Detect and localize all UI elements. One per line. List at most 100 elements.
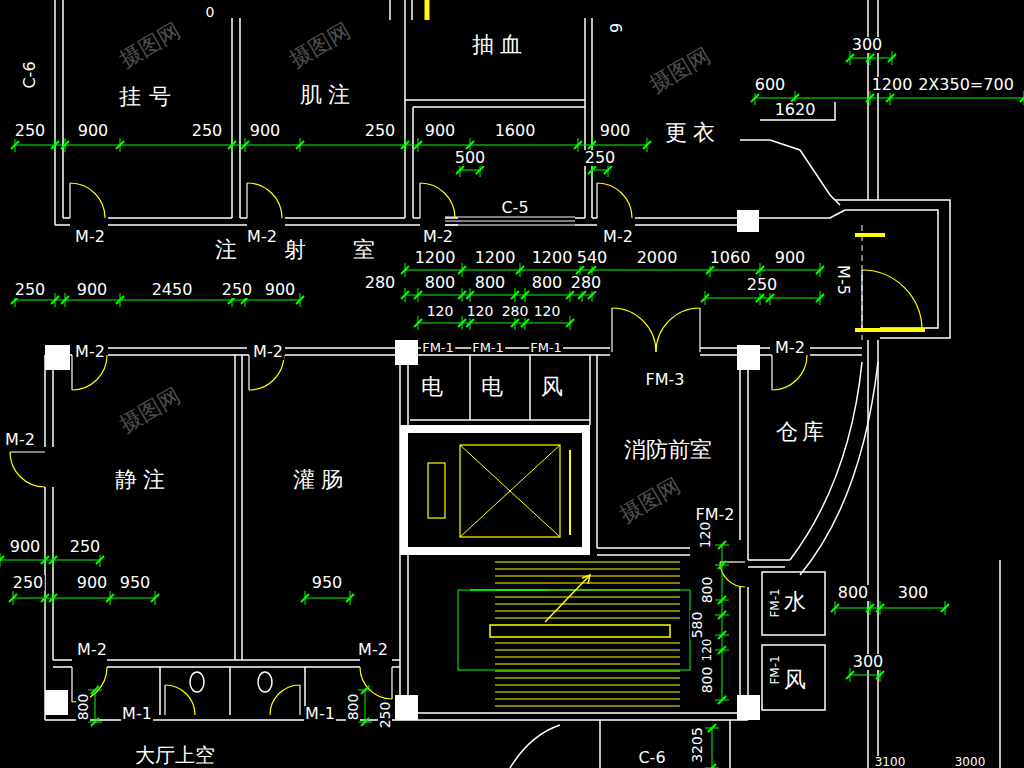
dimension-line bbox=[712, 728, 713, 768]
watermark: 摄图网 bbox=[285, 18, 355, 71]
wall bbox=[229, 667, 231, 715]
dimension-tick bbox=[296, 296, 304, 304]
dimension-tick bbox=[241, 141, 249, 149]
stair-curve bbox=[510, 725, 560, 768]
dimension-text: 1200 bbox=[474, 250, 517, 266]
room-name: 仓库 bbox=[772, 420, 828, 444]
dimension-text: 900 bbox=[424, 123, 457, 139]
wall bbox=[285, 217, 405, 219]
dimension-tick bbox=[718, 561, 726, 569]
wall bbox=[159, 667, 161, 715]
column bbox=[395, 695, 418, 720]
dimension-line bbox=[13, 598, 155, 599]
room: 更衣 bbox=[656, 119, 724, 147]
wall bbox=[867, 340, 869, 768]
dimension-tick bbox=[61, 296, 69, 304]
column bbox=[395, 340, 418, 365]
dimension-line bbox=[722, 545, 723, 700]
dimension-text: 3000 bbox=[954, 756, 987, 768]
dimension-tick bbox=[51, 296, 59, 304]
door-swing bbox=[247, 183, 282, 218]
dimension-line bbox=[418, 323, 570, 324]
dimension-line bbox=[460, 170, 480, 171]
dimension-tick bbox=[718, 646, 726, 654]
wall bbox=[239, 18, 241, 218]
dimension-tick bbox=[0, 556, 4, 564]
dimension-tick bbox=[511, 319, 519, 327]
wall bbox=[584, 18, 586, 218]
door-leaf bbox=[391, 667, 392, 699]
wall bbox=[835, 200, 950, 338]
dimension-tick bbox=[941, 604, 949, 612]
dimension-tick bbox=[588, 291, 596, 299]
door-tag: M-2 bbox=[74, 229, 106, 245]
wall bbox=[700, 354, 772, 356]
dimension-tick bbox=[91, 686, 99, 694]
dimension-text: 580 bbox=[690, 611, 704, 640]
dimension-tick bbox=[566, 291, 574, 299]
wall bbox=[55, 224, 70, 226]
stair-tread bbox=[495, 678, 680, 679]
dimension-text: 800 bbox=[346, 693, 360, 722]
dimension-text: 3100 bbox=[874, 756, 907, 768]
door-tag: M-1 bbox=[304, 706, 336, 722]
dimension-line bbox=[15, 300, 300, 301]
stair-tread bbox=[495, 664, 680, 665]
dimension-tick bbox=[876, 604, 884, 612]
door-leaf bbox=[69, 183, 70, 218]
wall bbox=[413, 217, 420, 219]
wall bbox=[285, 354, 610, 356]
dimension-tick bbox=[886, 94, 894, 102]
dimension-text: 600 bbox=[754, 77, 787, 93]
door-leaf bbox=[861, 270, 862, 330]
dimension-tick bbox=[718, 611, 726, 619]
dimension-text: 900 bbox=[249, 123, 282, 139]
dimension-tick bbox=[96, 556, 104, 564]
dimension-tick bbox=[831, 604, 839, 612]
stair-outline bbox=[458, 590, 690, 670]
dimension-line bbox=[15, 145, 647, 146]
room: 电 bbox=[418, 373, 446, 401]
dimension-line bbox=[405, 270, 820, 271]
wall bbox=[596, 355, 598, 548]
dimension-text: 1200 bbox=[414, 250, 457, 266]
wall bbox=[231, 18, 233, 218]
wall bbox=[392, 666, 400, 668]
wall bbox=[411, 0, 413, 20]
elevator-car bbox=[460, 445, 560, 537]
dimension-text: 120 bbox=[426, 304, 455, 318]
wall bbox=[760, 102, 835, 120]
dimension-text: 900 bbox=[264, 282, 297, 298]
dimension-tick bbox=[588, 141, 596, 149]
wall bbox=[739, 587, 741, 713]
dimension-text: 900 bbox=[9, 539, 42, 555]
dimension-tick bbox=[718, 696, 726, 704]
dimension-text: 900 bbox=[77, 123, 110, 139]
door-swing bbox=[70, 183, 105, 218]
dimension-text: 950 bbox=[311, 575, 344, 591]
dimension-tick bbox=[458, 319, 466, 327]
stair-tread bbox=[495, 657, 680, 658]
wall bbox=[53, 659, 72, 661]
dimension-tick bbox=[414, 141, 422, 149]
door-leaf bbox=[164, 685, 165, 715]
dimension-tick bbox=[51, 141, 59, 149]
dimension-text: 2X350=700 bbox=[917, 77, 1015, 93]
window-line bbox=[445, 225, 575, 226]
dimension-tick bbox=[9, 594, 17, 602]
room-name: 风 bbox=[784, 668, 806, 692]
wall bbox=[405, 99, 585, 101]
dimension-text: 250 bbox=[69, 539, 102, 555]
dimension-tick bbox=[816, 266, 824, 274]
wall bbox=[729, 720, 731, 768]
dimension-line bbox=[405, 295, 592, 296]
dimension-text: 9 bbox=[609, 22, 625, 34]
wall bbox=[389, 0, 391, 20]
dimension-text: 1200 bbox=[871, 77, 914, 93]
note: 大厅上空 bbox=[134, 745, 216, 765]
dimension-text: 800 bbox=[837, 585, 870, 601]
dimension-tick bbox=[41, 594, 49, 602]
dimension-tick bbox=[816, 294, 824, 302]
dimension-text: 1060 bbox=[709, 250, 752, 266]
